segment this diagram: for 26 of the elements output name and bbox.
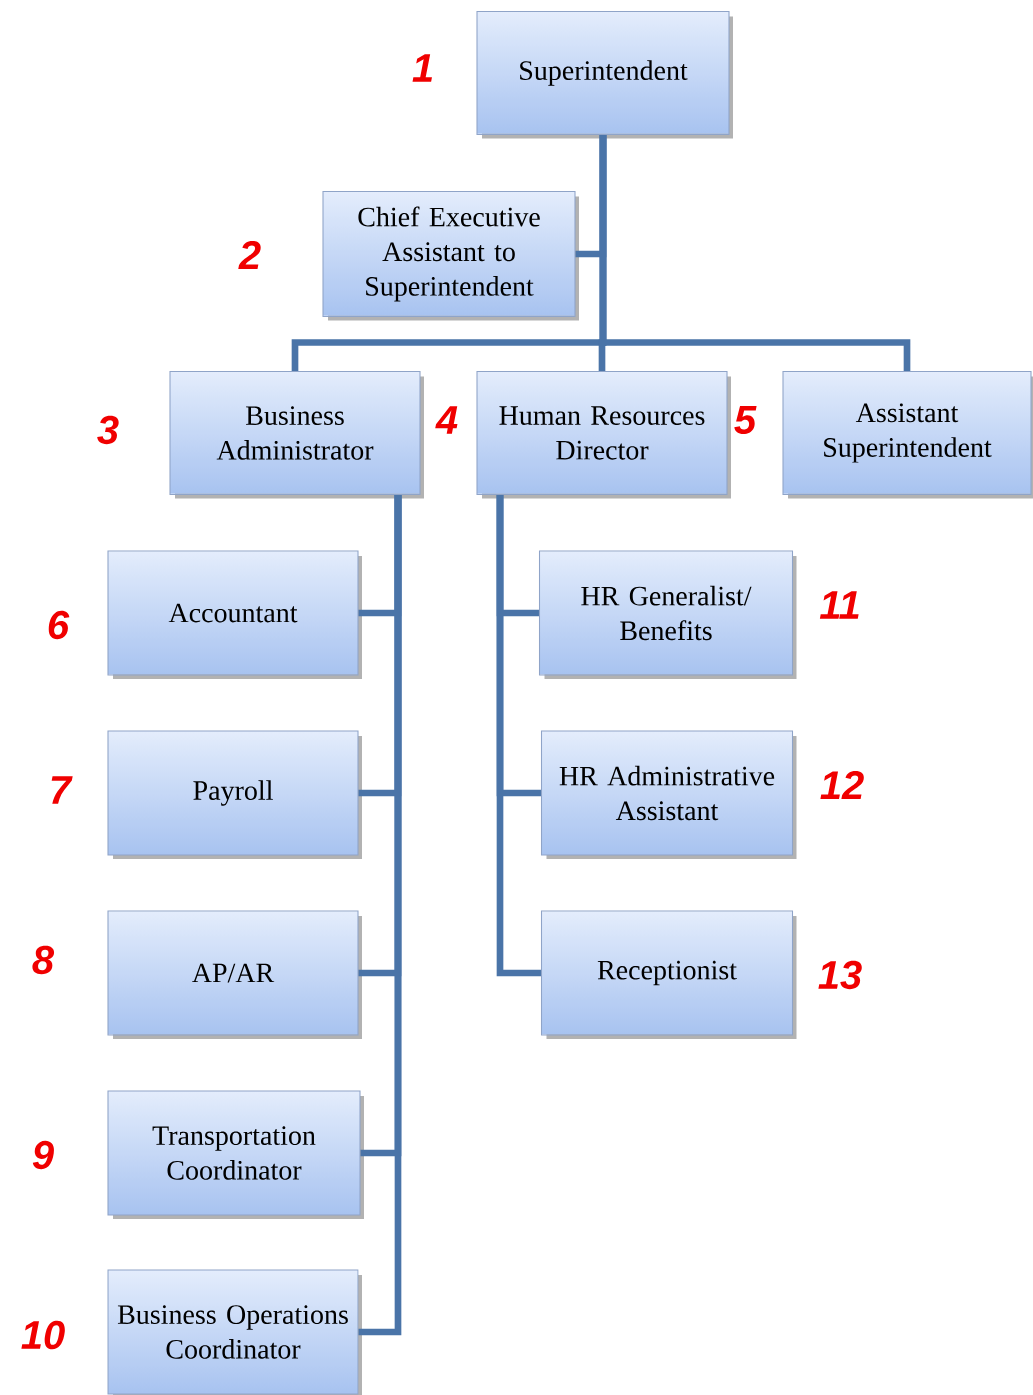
org-box: Business Administrator (169, 370, 424, 499)
org-box: HR Administrative Assistant (540, 730, 797, 859)
callout-number: 7 (51, 776, 73, 804)
org-box: Payroll (107, 730, 362, 859)
org-box: Transportation Coordinator (107, 1090, 364, 1219)
callout-number: 6 (48, 610, 70, 640)
org-box: HR Generalist/ Benefits (538, 550, 797, 679)
callout-number: 9 (32, 1140, 54, 1170)
callout-number: 12 (820, 771, 864, 799)
callout-number: 8 (32, 945, 55, 975)
callout-number: 4 (435, 406, 458, 434)
callout-number: 10 (21, 1320, 65, 1350)
org-box: AP/AR (107, 910, 362, 1039)
org-box: Receptionist (540, 910, 797, 1039)
callout-number: 3 (97, 415, 119, 445)
callout-number: 2 (238, 241, 261, 269)
org-box: Accountant (107, 550, 362, 679)
callout-number: 1 (412, 54, 432, 82)
org-box: Assistant Superintendent (782, 370, 1033, 499)
callout-number: 11 (819, 591, 859, 619)
callout-number: 5 (734, 406, 757, 434)
callout-number: 13 (818, 960, 862, 990)
org-box: Chief Executive Assistant to Superintendent (322, 190, 579, 321)
org-box: Human Resources Director (476, 370, 731, 499)
org-box: Business Operations Coordinator (107, 1269, 362, 1395)
org-box: Superintendent (476, 10, 733, 139)
